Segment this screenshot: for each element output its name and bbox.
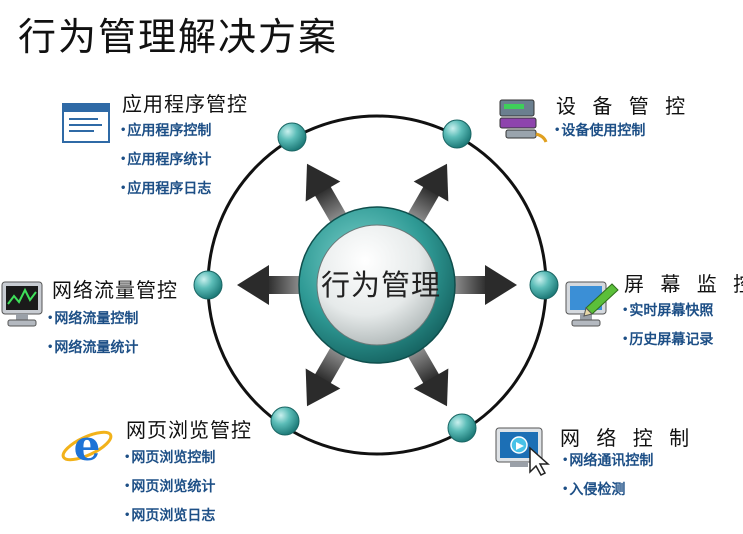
center-label: 行为管理	[320, 268, 441, 302]
app-group-title: 应用程序管控	[122, 92, 248, 116]
node-web	[270, 406, 300, 436]
traffic-item-control: 网络流量控制	[47, 312, 138, 326]
center-hub	[298, 206, 456, 364]
svg-text:e: e	[74, 421, 101, 470]
web-group-title: 网页浏览管控	[126, 418, 252, 442]
network-group-title: 网 络 控 制	[560, 426, 695, 450]
application-window-icon	[62, 103, 110, 143]
app-item-stats: 应用程序统计	[120, 153, 211, 167]
screen-item-snapshot: 实时屏幕快照	[622, 304, 713, 318]
network-item-intrusion: 入侵检测	[562, 483, 625, 497]
internet-explorer-icon: e	[61, 421, 113, 470]
web-item-stats: 网页浏览统计	[124, 480, 215, 494]
app-item-log: 应用程序日志	[120, 182, 211, 196]
network-control-icon	[495, 427, 550, 476]
web-item-log: 网页浏览日志	[124, 509, 215, 523]
node-device	[442, 119, 472, 149]
traffic-item-stats: 网络流量统计	[47, 341, 138, 355]
web-item-control: 网页浏览控制	[124, 451, 215, 465]
network-item-comm: 网络通讯控制	[562, 454, 653, 468]
screen-item-history: 历史屏幕记录	[622, 333, 713, 347]
node-screen	[529, 270, 559, 300]
traffic-group-title: 网络流量管控	[52, 278, 178, 302]
screen-group-title: 屏 幕 监 控	[624, 272, 743, 296]
device-item-control: 设备使用控制	[554, 124, 645, 138]
monitor-graph-icon	[1, 281, 43, 327]
device-group-title: 设 备 管 控	[556, 94, 691, 118]
app-item-control: 应用程序控制	[120, 124, 211, 138]
screen-monitor-icon	[565, 281, 619, 327]
node-traffic	[193, 270, 223, 300]
node-network	[447, 413, 477, 443]
node-app	[277, 122, 307, 152]
hardware-device-icon	[499, 99, 548, 143]
page-title: 行为管理解决方案	[18, 15, 339, 59]
